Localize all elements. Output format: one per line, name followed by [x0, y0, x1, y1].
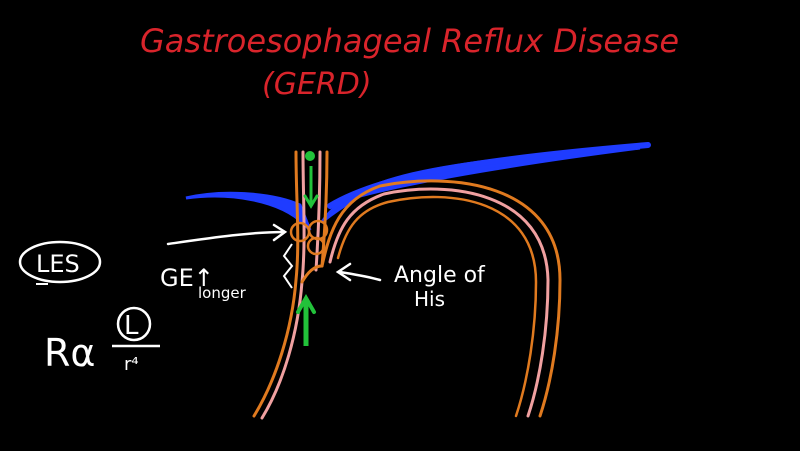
length-symbol: L	[124, 311, 139, 341]
diaphragm	[185, 142, 651, 232]
angle-pointer-arrow	[335, 262, 382, 282]
diagram-subtitle: (GERD)	[262, 67, 372, 102]
angle-label-line2: His	[414, 287, 445, 311]
les-label-group: LES	[18, 240, 102, 285]
radius-term: r⁴	[124, 354, 139, 375]
les-sphincter	[289, 219, 329, 256]
diagram-title: Gastroesophageal Reflux Disease	[140, 22, 679, 60]
resistance-lhs: Rα	[44, 331, 95, 375]
longer-label: longer	[198, 284, 247, 302]
ge-pointer-arrow	[166, 223, 288, 246]
angle-label-line1: Angle of	[394, 263, 486, 288]
les-label: LES	[36, 250, 80, 278]
reflux-up-arrow	[296, 293, 316, 346]
resistance-formula: Rα L r⁴	[44, 306, 160, 375]
ge-junction-label: GE↑	[160, 264, 214, 292]
stomach	[300, 179, 562, 418]
food-down-arrow	[303, 151, 319, 209]
ge-bracket-mark	[282, 243, 294, 289]
